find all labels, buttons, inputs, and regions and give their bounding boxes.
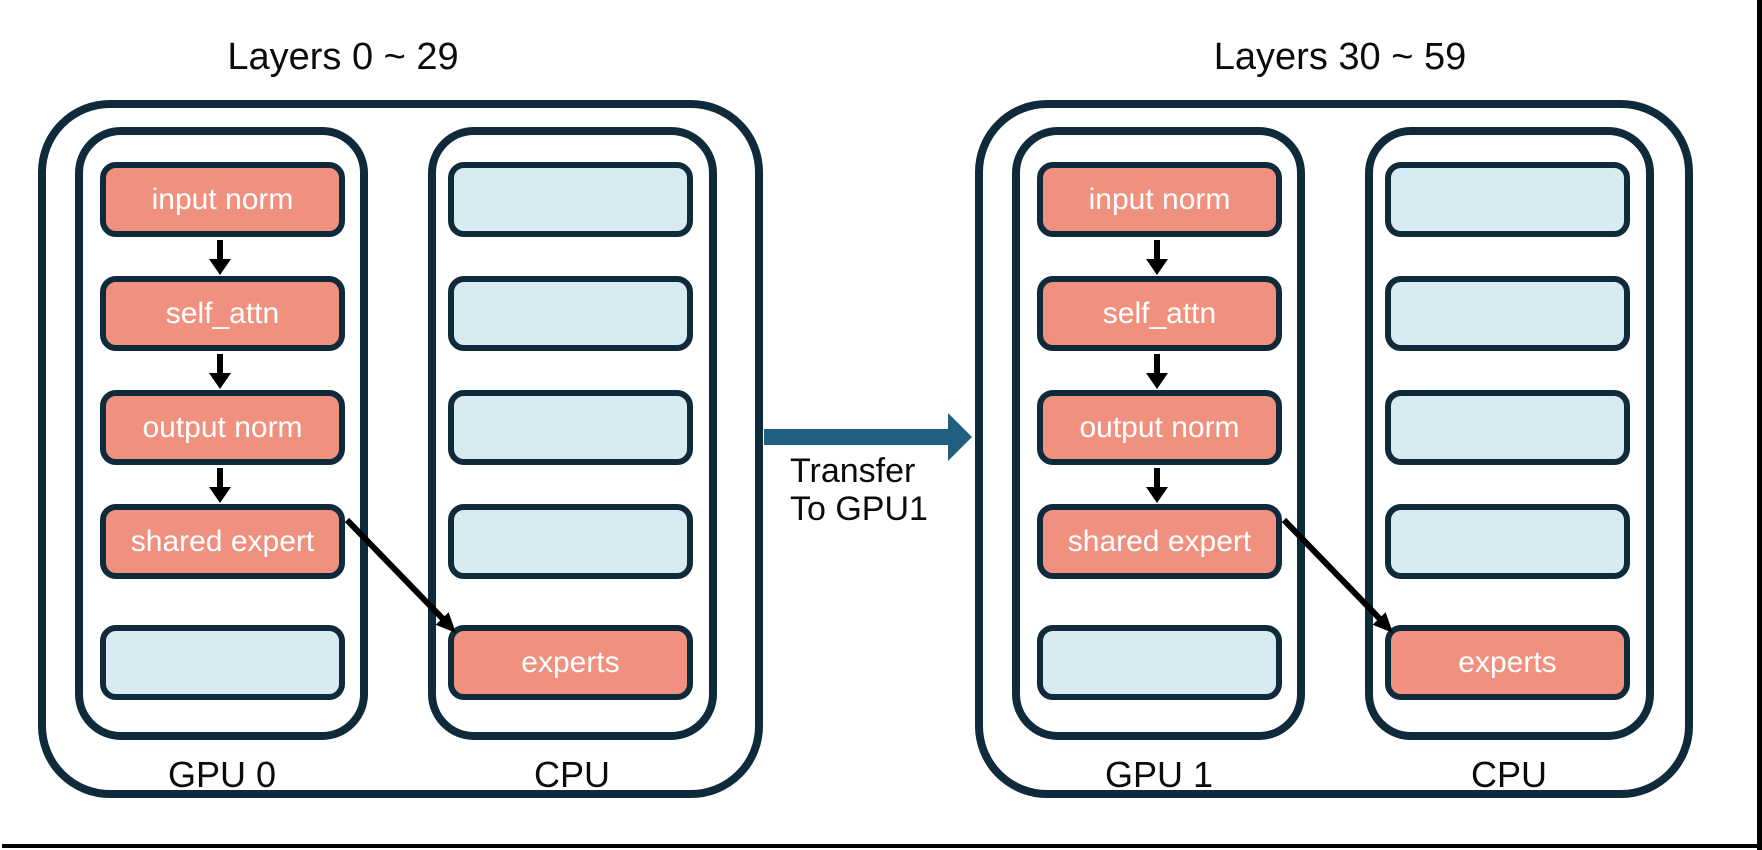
gpu0-label: GPU 0 bbox=[167, 754, 277, 795]
gpu1-box-empty bbox=[1037, 625, 1282, 700]
gpu0-box-self-attn: self_attn bbox=[100, 276, 345, 351]
left-group-title: Layers 0 ~ 29 bbox=[227, 36, 459, 78]
right-group-title: Layers 30 ~ 59 bbox=[1213, 36, 1467, 78]
transfer-caption-line1: Transfer bbox=[790, 452, 916, 490]
gpu1-box-shared-expert: shared expert bbox=[1037, 504, 1282, 579]
cpu-left-box-empty-3 bbox=[448, 390, 693, 465]
gpu1-label: GPU 1 bbox=[1104, 754, 1214, 795]
cpu-left-box-empty-2 bbox=[448, 276, 693, 351]
cpu-right-box-empty-2 bbox=[1385, 276, 1630, 351]
cpu-left-box-experts: experts bbox=[448, 625, 693, 700]
cpu-right-label: CPU bbox=[1470, 754, 1547, 795]
gpu1-box-self-attn: self_attn bbox=[1037, 276, 1282, 351]
gpu1-box-output-norm: output norm bbox=[1037, 390, 1282, 465]
gpu1-box-input-norm: input norm bbox=[1037, 162, 1282, 237]
gpu0-box-shared-expert: shared expert bbox=[100, 504, 345, 579]
gpu0-box-output-norm: output norm bbox=[100, 390, 345, 465]
cpu-right-box-empty-3 bbox=[1385, 390, 1630, 465]
transfer-caption-line2: To GPU1 bbox=[790, 490, 928, 528]
cpu-left-box-empty-4 bbox=[448, 504, 693, 579]
cpu-right-box-experts: experts bbox=[1385, 625, 1630, 700]
cpu-left-label: CPU bbox=[533, 754, 610, 795]
cpu-right-box-empty-4 bbox=[1385, 504, 1630, 579]
gpu0-box-empty bbox=[100, 625, 345, 700]
frame-bottom-border bbox=[2, 844, 1762, 848]
frame-right-border bbox=[1757, 0, 1762, 850]
transfer-caption: Transfer To GPU1 bbox=[790, 452, 928, 528]
gpu0-box-input-norm: input norm bbox=[100, 162, 345, 237]
cpu-left-box-empty-1 bbox=[448, 162, 693, 237]
cpu-right-box-empty-1 bbox=[1385, 162, 1630, 237]
